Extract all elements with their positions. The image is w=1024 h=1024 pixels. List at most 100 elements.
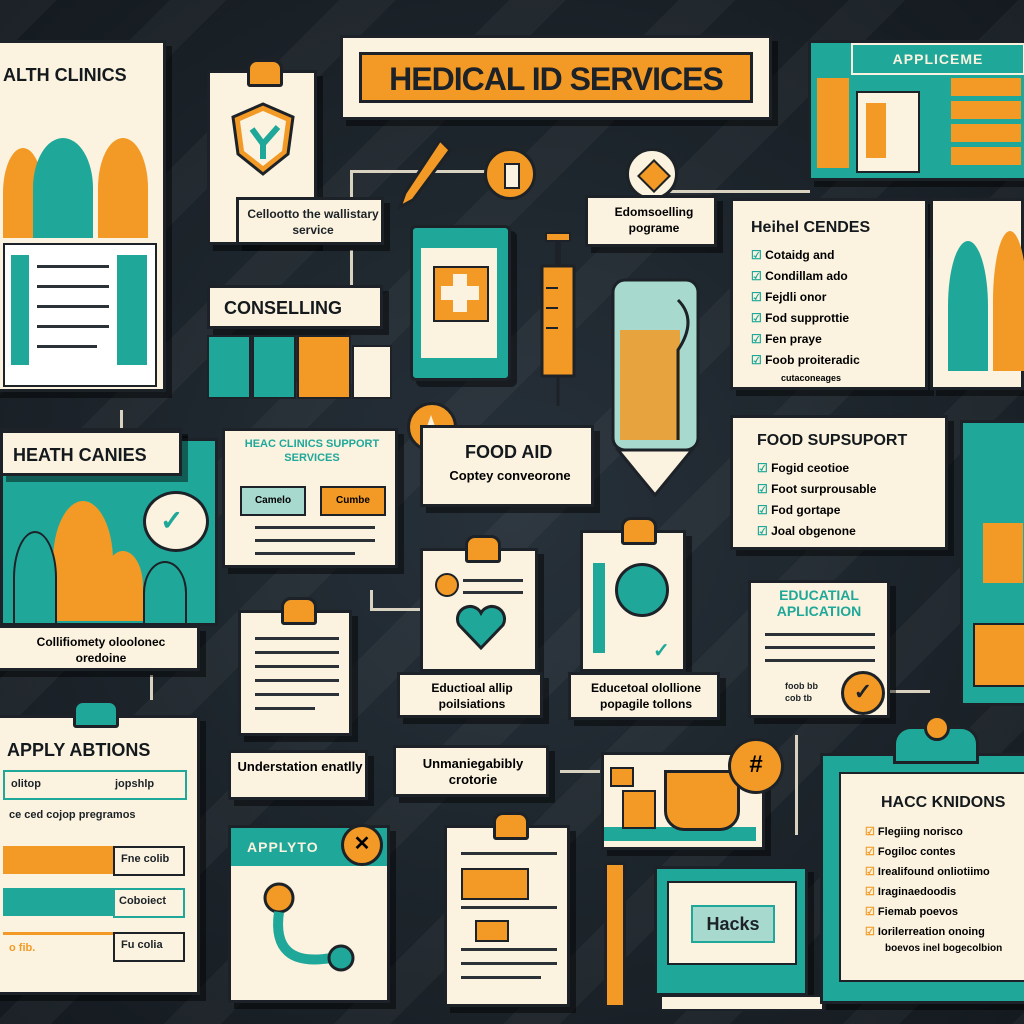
badge-document[interactable]: ✓ — [580, 517, 686, 672]
heart-clipboard[interactable] — [420, 535, 538, 672]
educ-all-card[interactable]: Eductioal allip poilsiations — [397, 672, 543, 718]
clipboard-caption-text: Cellootto the wallistary service — [247, 207, 379, 237]
connector — [350, 250, 353, 290]
diamond-icon[interactable] — [626, 148, 678, 200]
apply-row[interactable]: Coboiect — [3, 888, 185, 918]
iv-bag-icon — [611, 278, 700, 498]
shield-icon — [231, 102, 295, 176]
checklist-item: cutaconeages — [781, 373, 842, 383]
connector — [150, 675, 153, 700]
counselling-title: CONSELLING — [224, 298, 343, 318]
food-support-item[interactable]: ☑ Joal obgenone — [757, 524, 856, 538]
hacc-panel[interactable]: HACC KNIDONS ☑ Flegiing norisco ☑ Fogilo… — [820, 715, 1024, 1004]
connector — [350, 170, 530, 173]
hacc-item[interactable]: ☑ Fiemab poevos — [865, 906, 958, 918]
apply-row[interactable]: o fib. Fu colia — [3, 932, 185, 962]
understation-text: Understation enatlly — [237, 759, 363, 774]
clipboard-clip-icon — [893, 715, 979, 764]
tablet-screen — [421, 248, 497, 358]
clipboard-clip-icon — [621, 517, 657, 545]
hacc-list: ☑ Flegiing norisco ☑ Fogiloc contes ☑ Ir… — [865, 822, 1005, 955]
clipboard-clip-icon — [465, 535, 501, 563]
food-support-list: ☑ Fogid ceotioe ☑ Foot surprousable ☑ Fo… — [757, 458, 876, 542]
checklist-item[interactable]: ☑ Fejdli onor — [751, 290, 827, 304]
connector — [795, 735, 798, 835]
hacks-monitor[interactable]: Hacks — [654, 866, 808, 996]
hacc-item[interactable]: ☑ Irealifound onliotiimo — [865, 866, 990, 878]
counselling-books — [207, 335, 392, 399]
medical-cross-icon — [433, 266, 489, 322]
application-table[interactable]: APPLICEME — [808, 40, 1024, 181]
educational-app-small2: cob tb — [785, 693, 812, 703]
hacc-item[interactable]: ☑ Iorilerreation onoing — [865, 926, 985, 938]
food-aid-card[interactable]: FOOD AID Coptey conveorone — [420, 425, 594, 507]
checklist-card[interactable]: Heihel CENDES ☑ Cotaidg and ☑ Condillam … — [730, 198, 928, 390]
bowl-icon — [664, 770, 740, 831]
unmaniegably-card[interactable]: Unmaniegabibly crotorie — [393, 745, 549, 797]
header-banner: HEDICAL ID SERVICES — [340, 35, 772, 120]
food-support-item[interactable]: ☑ Foot surprousable — [757, 482, 877, 496]
heart-icon — [455, 604, 507, 651]
checklist-item[interactable]: ☑ Fod supprottie — [751, 311, 850, 325]
connector — [120, 410, 123, 435]
page-title: HEDICAL ID SERVICES — [389, 61, 724, 97]
people-illustration — [3, 98, 163, 238]
clipboard-clip-icon — [493, 812, 529, 840]
medical-tablet[interactable] — [410, 225, 511, 381]
hacc-item[interactable]: ☑ Flegiing norisco — [865, 826, 963, 838]
understation-card[interactable]: Understation enatlly — [228, 750, 368, 800]
apply-row[interactable]: olitop jopshlp — [3, 770, 187, 800]
apply-to-card[interactable]: APPLYTO ✕ — [228, 824, 390, 1003]
food-support-item[interactable]: ☑ Fogid ceotioe — [757, 461, 850, 475]
bottle-icon — [856, 91, 920, 173]
hacks-button[interactable]: Hacks — [691, 905, 775, 943]
apply-actions-card[interactable]: APPLY ABTIONS olitop jopshlp ce ced cojo… — [0, 700, 200, 995]
support-services-title: HEAC CLINICS SUPPORT SERVICES — [244, 438, 380, 464]
syringe-icon — [540, 232, 576, 406]
educ-clothing-card[interactable]: Educetoal olollione popagile tollons — [568, 672, 720, 720]
counselling-card[interactable]: CONSELLING — [207, 285, 383, 329]
emblem-icon — [615, 563, 669, 617]
form-document[interactable] — [444, 812, 570, 1007]
educ-all-text: Eductioal allip poilsiations — [431, 681, 513, 711]
checklist-item[interactable]: ☑ Fen praye — [751, 332, 822, 346]
checklist-item[interactable]: ☑ Cotaidg and — [751, 248, 835, 262]
stethoscope-icon — [263, 882, 355, 972]
pencil-icon — [604, 862, 626, 1008]
food-aid-subtitle: Coptey conveorone — [449, 468, 571, 483]
heath-canies-label[interactable]: HEATH CANIES — [0, 430, 182, 476]
document-clipboard[interactable] — [238, 597, 352, 736]
apply-row[interactable]: ce ced cojop pregramos — [9, 809, 136, 821]
hacc-item[interactable]: ☑ Fogiloc contes — [865, 846, 956, 858]
checklist-item[interactable]: ☑ Foob proiteradic — [751, 353, 860, 367]
educounselling-card[interactable]: Edomsoelling pograme — [585, 195, 717, 247]
hacc-item[interactable]: ☑ Iraginaedoodis — [865, 886, 957, 898]
food-support-item[interactable]: ☑ Fod gortape — [757, 503, 841, 517]
support-services-card[interactable]: HEAC CLINICS SUPPORT SERVICES Camelo Cum… — [222, 428, 398, 568]
check-icon: ✓ — [653, 640, 670, 662]
camelo-button[interactable]: Camelo — [240, 486, 306, 516]
health-clinics-card[interactable]: ALTH CLINICS — [0, 40, 166, 392]
hacc-item[interactable]: boevos inel bogecolbion — [885, 943, 1003, 954]
badge-icon — [435, 573, 459, 597]
approve-check-icon[interactable]: ✓ — [841, 671, 885, 715]
clinic-document — [3, 243, 157, 387]
close-icon[interactable]: ✕ — [341, 824, 383, 866]
checklist-item[interactable]: ☑ Condillam ado — [751, 269, 848, 283]
monitor-screen: Hacks — [667, 881, 797, 965]
heath-canies-caption: Collifiomety oloolonec oredoine — [0, 625, 200, 671]
health-clinics-title: ALTH CLINICS — [3, 65, 127, 85]
cumbe-button[interactable]: Cumbe — [320, 486, 386, 516]
connector — [560, 770, 600, 773]
couple-illustration — [930, 198, 1024, 390]
location-icon[interactable] — [484, 148, 536, 200]
connector — [650, 190, 810, 193]
clipboard-clip-icon — [73, 700, 119, 728]
educational-app-card[interactable]: EDUCATIAL APLICATION foob bb cob tb ✓ — [748, 580, 890, 718]
connector — [350, 170, 353, 200]
hacc-title: HACC KNIDONS — [881, 794, 1006, 811]
grid-icon[interactable]: # — [728, 738, 784, 794]
food-support-card[interactable]: FOOD SUPSUPORT ☑ Fogid ceotioe ☑ Foot su… — [730, 415, 948, 550]
apply-row[interactable]: Fne colib — [3, 846, 185, 876]
application-title: APPLICEME — [892, 51, 984, 67]
